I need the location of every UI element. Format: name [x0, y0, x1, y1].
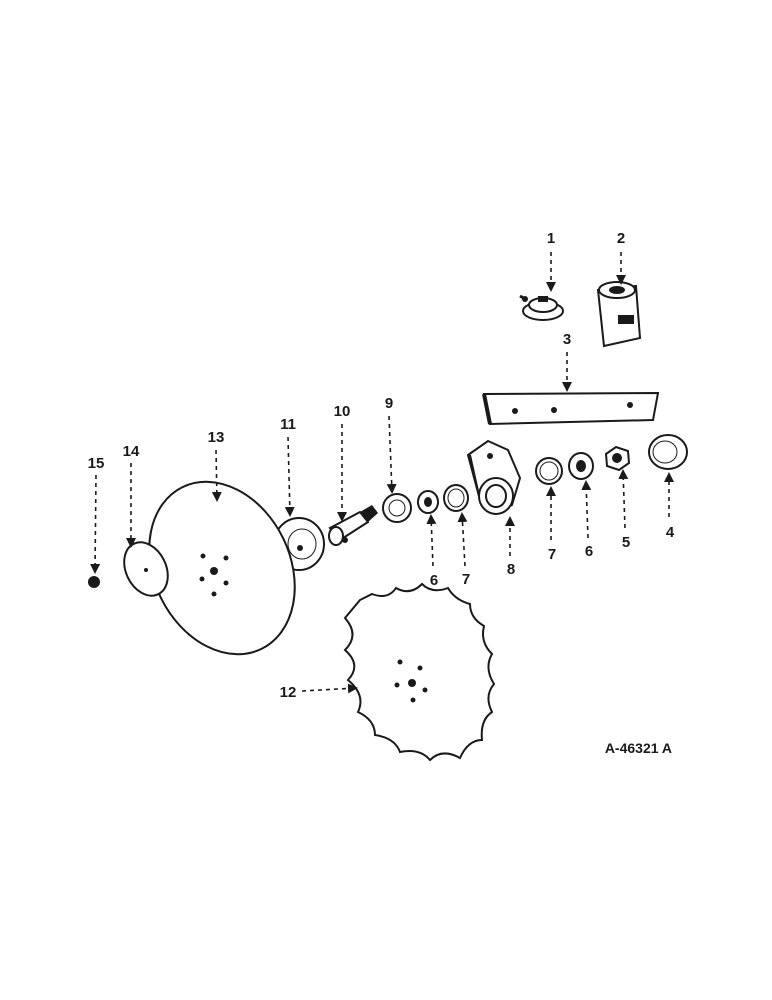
part-8-hub-housing: [466, 439, 522, 516]
callout-11: 11: [280, 416, 296, 433]
callout-4: 4: [666, 524, 675, 541]
part-9-seal: [382, 493, 412, 523]
callout-6-right: 6: [585, 543, 593, 560]
callout-5: 5: [622, 534, 630, 551]
callout-13: 13: [208, 429, 225, 446]
callout-labels: 1 2 3 4 5 6 7 8 7 6 9 10 11 12 13 14 15: [88, 230, 675, 701]
part-6-bearing-left: [417, 490, 439, 514]
part-4-dust-cap: [648, 434, 688, 470]
leader-lines: [90, 252, 674, 694]
callout-12: 12: [280, 684, 297, 701]
part-12-notched-disk: [343, 582, 496, 762]
callout-14: 14: [123, 443, 140, 460]
callout-3: 3: [563, 331, 571, 348]
callout-9: 9: [385, 395, 393, 412]
part-13-plain-disk: [148, 480, 296, 656]
callout-7-right: 7: [548, 546, 556, 563]
callout-2: 2: [617, 230, 625, 247]
part-10-spindle: [328, 505, 378, 546]
callout-1: 1: [547, 230, 555, 247]
callout-10: 10: [334, 403, 351, 420]
part-5-nut: [604, 445, 631, 472]
part-7-washer-left: [443, 484, 469, 512]
callout-8: 8: [507, 561, 515, 578]
part-15-nut: [88, 576, 100, 588]
callout-15: 15: [88, 455, 105, 472]
part-3-bracket: [482, 391, 660, 426]
part-1-fitting: [519, 294, 564, 321]
part-2-block: [596, 281, 642, 348]
drawing-reference: A-46321 A: [605, 740, 672, 756]
callout-6-left: 6: [430, 572, 438, 589]
part-6-bearing-right: [568, 452, 594, 480]
part-7-washer-right: [535, 457, 563, 485]
callout-7-left: 7: [462, 571, 470, 588]
